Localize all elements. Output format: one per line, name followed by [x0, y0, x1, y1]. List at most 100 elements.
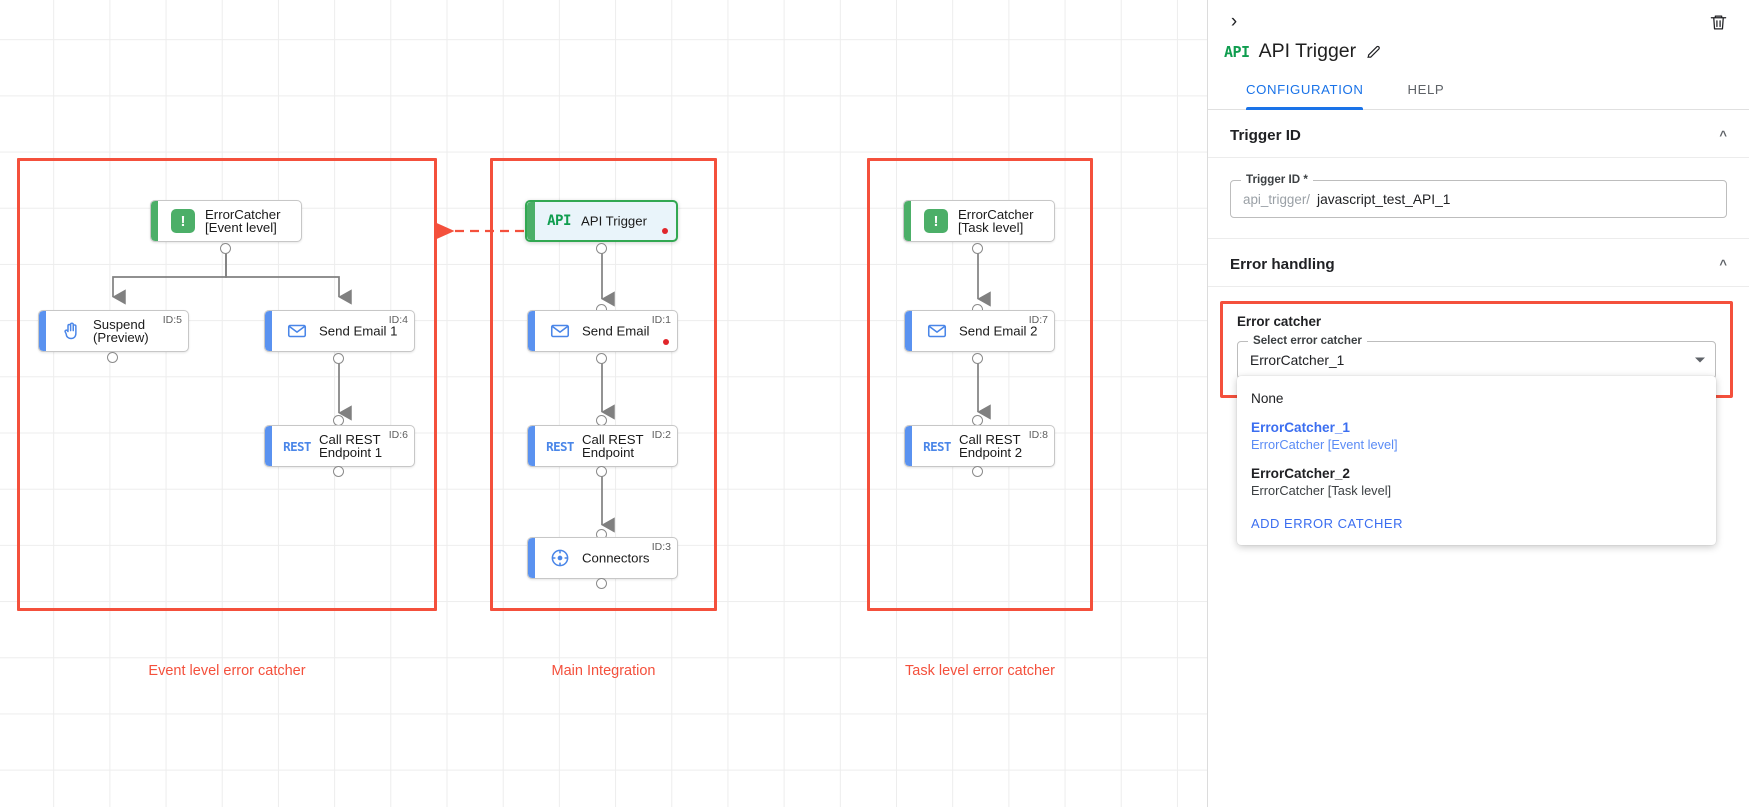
- rest-icon: REST: [923, 438, 951, 454]
- option-secondary-label: ErrorCatcher [Task level]: [1251, 483, 1392, 498]
- node-error-indicator: [662, 228, 668, 234]
- node-api-trigger[interactable]: API API Trigger: [525, 200, 678, 242]
- node-label: ErrorCatcher [Event level]: [205, 207, 281, 235]
- node-accent-bar: [151, 201, 158, 241]
- node-id: ID:7: [1028, 314, 1048, 326]
- node-call-rest-endpoint[interactable]: REST Call REST Endpoint ID:2: [527, 425, 678, 467]
- node-send-email-1[interactable]: Send Email 1 ID:4: [264, 310, 415, 352]
- node-accent-bar: [265, 426, 272, 466]
- error-catcher-icon: !: [923, 208, 949, 234]
- node-label: Call REST Endpoint 2: [959, 432, 1023, 460]
- node-connectors[interactable]: Connectors ID:3: [527, 537, 678, 579]
- node-call-rest-endpoint-1[interactable]: REST Call REST Endpoint 1 ID:6: [264, 425, 415, 467]
- node-label: Connectors: [582, 550, 650, 566]
- panel-title-row: API API Trigger: [1224, 40, 1382, 63]
- node-send-email[interactable]: Send Email ID:1: [527, 310, 678, 352]
- port-out[interactable]: [972, 353, 983, 364]
- api-icon: API: [1224, 42, 1250, 61]
- port-out[interactable]: [107, 352, 118, 363]
- lane-label-task-level: Task level error catcher: [905, 663, 1055, 679]
- rest-icon: REST: [283, 438, 311, 454]
- section-header-error-handling[interactable]: Error handling ^: [1208, 239, 1749, 287]
- panel-header: › API API Trigger: [1208, 0, 1749, 78]
- node-accent-bar: [528, 426, 535, 466]
- lane-event-level: [17, 158, 437, 611]
- page-title: API Trigger: [1258, 40, 1357, 62]
- node-accent-bar: [528, 538, 535, 578]
- select-error-catcher-value: ErrorCatcher_1: [1250, 352, 1345, 368]
- node-errorcatcher-event-level[interactable]: ! ErrorCatcher [Event level]: [150, 200, 302, 242]
- dropdown-option-errorcatcher-1[interactable]: ErrorCatcher_1 ErrorCatcher [Event level…: [1237, 413, 1716, 459]
- collapse-panel-icon[interactable]: ›: [1230, 11, 1238, 32]
- dropdown-option-errorcatcher-2[interactable]: ErrorCatcher_2 ErrorCatcher [Task level]: [1237, 459, 1716, 505]
- add-error-catcher-button[interactable]: ADD ERROR CATCHER: [1251, 516, 1403, 531]
- option-primary-label: None: [1251, 391, 1284, 406]
- edit-pencil-icon[interactable]: [1365, 43, 1382, 60]
- lane-task-level: [867, 158, 1093, 611]
- trigger-id-input[interactable]: Trigger ID * api_trigger/ javascript_tes…: [1230, 173, 1727, 218]
- chevron-up-icon: ^: [1719, 257, 1727, 272]
- error-catcher-box: Error catcher Select error catcher Error…: [1220, 301, 1733, 545]
- node-label: API Trigger: [581, 213, 647, 229]
- node-label: Send Email 2: [959, 323, 1038, 339]
- lane-label-event-level: Event level error catcher: [148, 663, 306, 679]
- port-out[interactable]: [596, 243, 607, 254]
- option-primary-label: ErrorCatcher_2: [1251, 466, 1350, 481]
- port-out[interactable]: [596, 353, 607, 364]
- port-out[interactable]: [972, 243, 983, 254]
- tab-help[interactable]: HELP: [1407, 82, 1445, 97]
- port-out[interactable]: [333, 466, 344, 477]
- port-out[interactable]: [596, 578, 607, 589]
- node-label: Send Email: [582, 323, 650, 339]
- node-label: Call REST Endpoint 1: [319, 432, 383, 460]
- select-error-catcher-label: Select error catcher: [1248, 334, 1367, 347]
- chevron-down-icon[interactable]: [1695, 357, 1705, 363]
- email-icon: [924, 318, 950, 344]
- port-out[interactable]: [596, 466, 607, 477]
- email-icon: [547, 318, 573, 344]
- node-accent-bar: [905, 311, 912, 351]
- panel-tabs: CONFIGURATION HELP: [1208, 78, 1749, 110]
- node-id: ID:4: [388, 314, 408, 326]
- node-accent-bar: [904, 201, 911, 241]
- suspend-hand-icon: [58, 318, 84, 344]
- trigger-id-value: javascript_test_API_1: [1317, 191, 1451, 207]
- node-send-email-2[interactable]: Send Email 2 ID:7: [904, 310, 1055, 352]
- port-out[interactable]: [333, 353, 344, 364]
- flow-canvas[interactable]: Event level error catcher Main Integrati…: [0, 0, 1345, 807]
- node-label: Call REST Endpoint: [582, 432, 644, 460]
- delete-icon[interactable]: [1705, 9, 1731, 35]
- node-error-indicator: [663, 339, 669, 345]
- node-accent-bar: [905, 426, 912, 466]
- select-error-catcher[interactable]: Select error catcher ErrorCatcher_1: [1237, 334, 1716, 379]
- node-accent-bar: [39, 311, 46, 351]
- node-label: Send Email 1: [319, 323, 398, 339]
- config-panel: › API API Trigger CONFIGURATION HELP: [1207, 0, 1749, 807]
- port-out[interactable]: [220, 243, 231, 254]
- node-id: ID:2: [651, 429, 671, 441]
- dropdown-option-none[interactable]: None: [1237, 384, 1716, 413]
- node-accent-bar: [527, 202, 535, 240]
- node-suspend[interactable]: Suspend (Preview) ID:5: [38, 310, 189, 352]
- tab-configuration[interactable]: CONFIGURATION: [1224, 78, 1385, 110]
- api-icon: API: [547, 213, 571, 229]
- chevron-up-icon: ^: [1719, 128, 1727, 143]
- section-header-trigger-id[interactable]: Trigger ID ^: [1208, 110, 1749, 158]
- node-errorcatcher-task-level[interactable]: ! ErrorCatcher [Task level]: [903, 200, 1055, 242]
- node-id: ID:6: [388, 429, 408, 441]
- node-id: ID:8: [1028, 429, 1048, 441]
- node-call-rest-endpoint-2[interactable]: REST Call REST Endpoint 2 ID:8: [904, 425, 1055, 467]
- trigger-id-field-wrapper: Trigger ID * api_trigger/ javascript_tes…: [1208, 158, 1749, 239]
- error-catcher-dropdown[interactable]: None ErrorCatcher_1 ErrorCatcher [Event …: [1237, 376, 1716, 545]
- port-out[interactable]: [972, 466, 983, 477]
- trigger-id-prefix: api_trigger/: [1243, 191, 1310, 207]
- email-icon: [284, 318, 310, 344]
- node-id: ID:3: [651, 541, 671, 553]
- section-title: Error handling: [1230, 256, 1335, 273]
- rest-icon: REST: [546, 438, 574, 454]
- option-secondary-label: ErrorCatcher [Event level]: [1251, 437, 1398, 452]
- section-title: Trigger ID: [1230, 127, 1301, 144]
- option-primary-label: ErrorCatcher_1: [1251, 420, 1350, 435]
- error-catcher-title: Error catcher: [1237, 314, 1322, 329]
